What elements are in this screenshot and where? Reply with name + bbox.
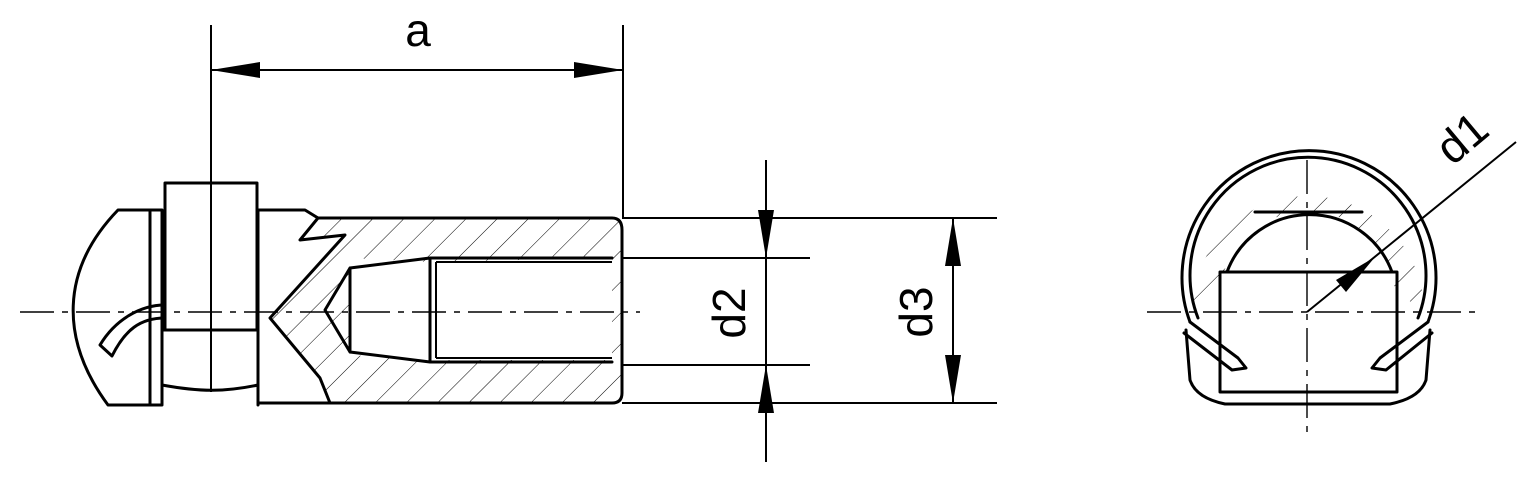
- thread-major-line: [435, 261, 612, 359]
- outer-ring: [1180, 149, 1438, 324]
- arrow-d3-bottom: [945, 355, 961, 403]
- dimension-a: a: [210, 4, 624, 392]
- label-d2: d2: [703, 287, 755, 338]
- arrow-d3-top: [945, 218, 961, 266]
- label-d3: d3: [890, 286, 942, 337]
- label-a: a: [405, 4, 431, 56]
- section-hatch: [270, 218, 622, 403]
- bore-arc: [1225, 213, 1394, 274]
- pin-face: [1218, 270, 1399, 394]
- clip-right: [1370, 320, 1434, 372]
- end-view: d1: [1147, 101, 1517, 432]
- label-d1: d1: [1425, 101, 1498, 174]
- body-outline: [256, 208, 624, 405]
- side-view: [20, 181, 640, 407]
- arrow-d2-bottom: [758, 365, 774, 413]
- arrow-d1: [1336, 257, 1375, 292]
- arrow-d2-top: [758, 210, 774, 258]
- inner-ring: [1188, 155, 1428, 320]
- dimension-d2: d2: [622, 160, 810, 462]
- domed-head: [71, 208, 164, 407]
- end-view-hatch: [1192, 196, 1424, 312]
- internal-cone: [268, 216, 347, 405]
- arrow-a-left: [211, 62, 260, 78]
- threaded-bore: [323, 256, 614, 364]
- dimension-d3: d3: [622, 217, 997, 404]
- arrow-a-right: [574, 62, 623, 78]
